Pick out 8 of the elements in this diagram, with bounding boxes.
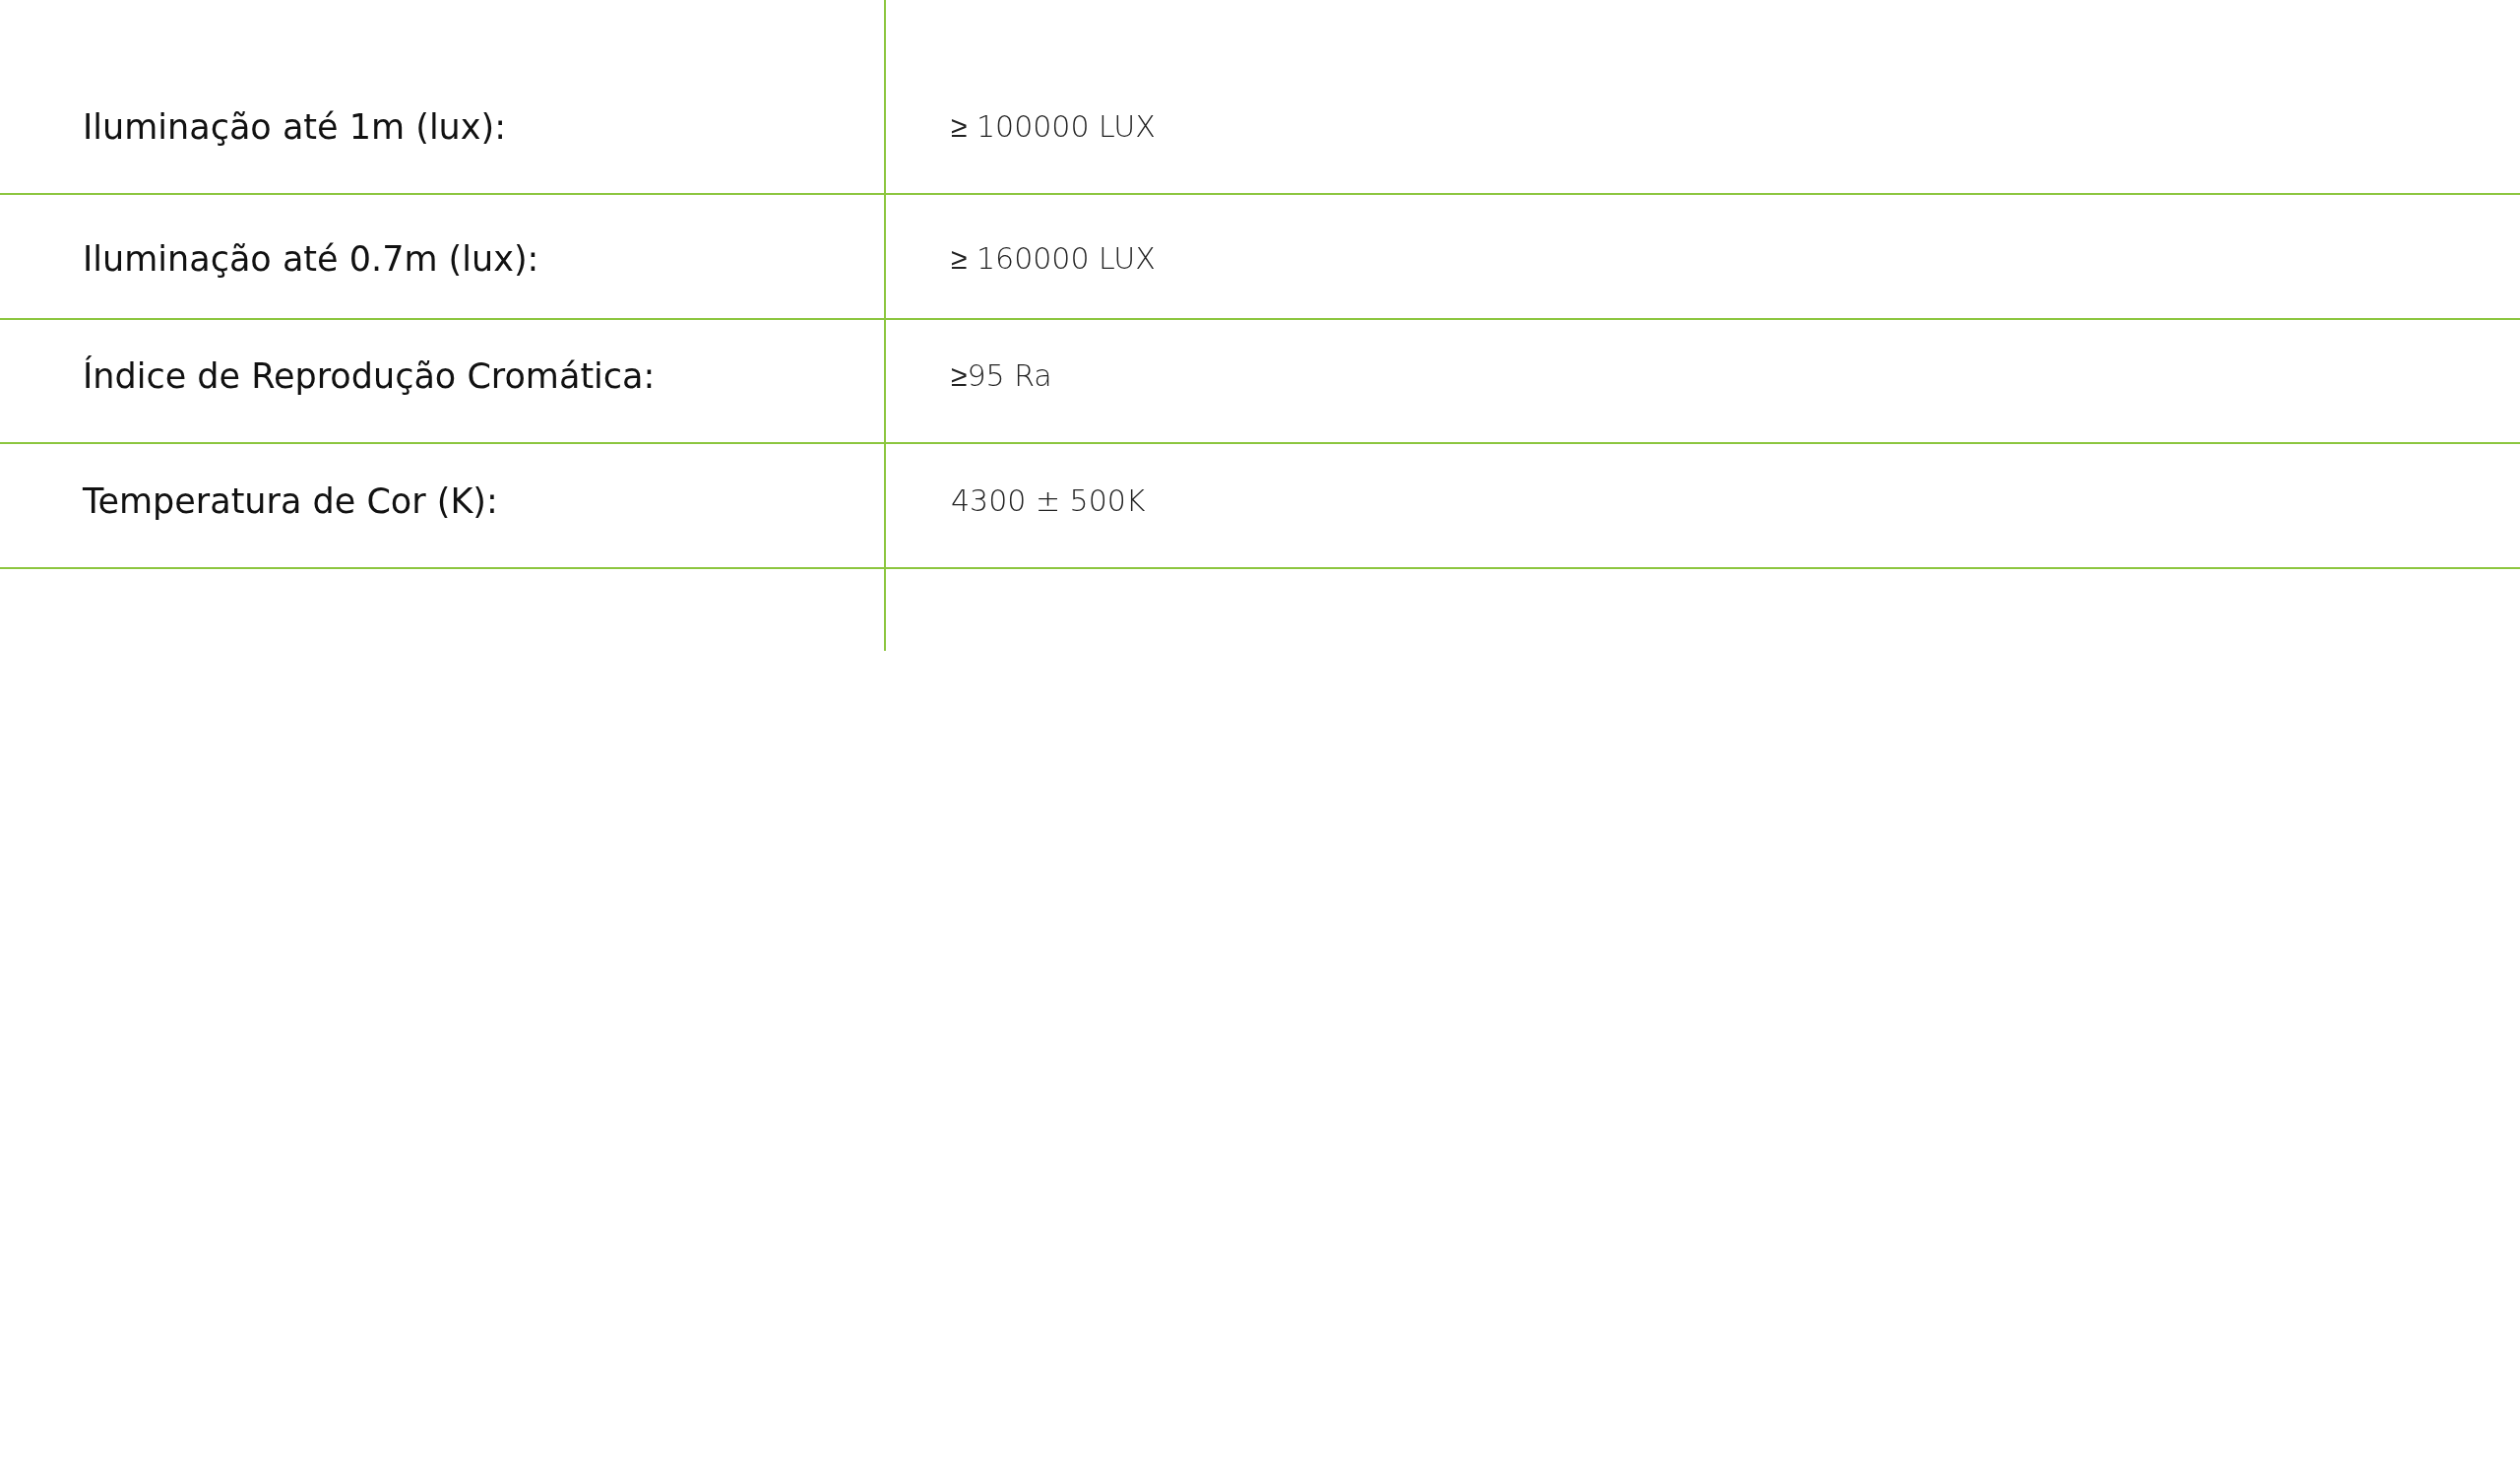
spec-label: Iluminação até 0.7m (lux): [83, 238, 540, 280]
spec-value: ≥ 160000 LUX [951, 241, 1157, 277]
spec-label: Índice de Reprodução Cromática: [83, 355, 657, 397]
spec-value: ≥ 100000 LUX [951, 109, 1157, 145]
spec-value: ≥95 Ra [951, 358, 1053, 394]
spec-value: 4300 ± 500K [951, 483, 1147, 519]
spec-label: Temperatura de Cor (K): [83, 480, 499, 522]
spec-label: Iluminação até 1m (lux): [83, 106, 507, 148]
